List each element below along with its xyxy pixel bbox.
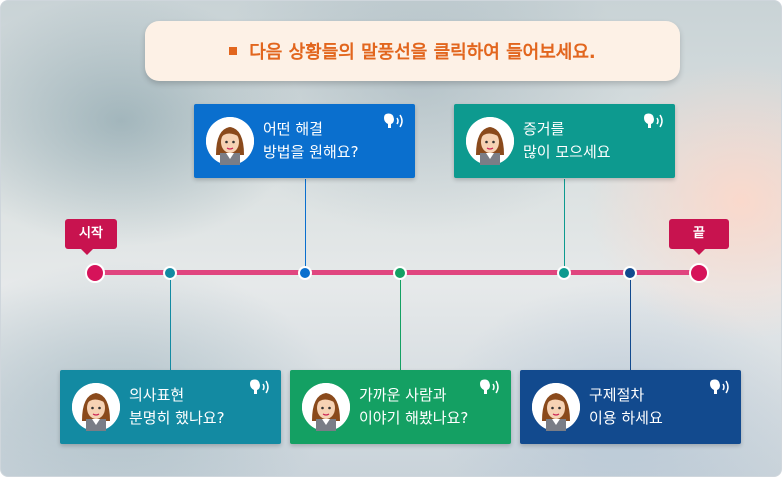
- avatar: [302, 383, 350, 431]
- stem-card-5: [630, 273, 631, 371]
- speech-card-2[interactable]: 증거를 많이 모으세요: [454, 104, 675, 178]
- instruction-text: 다음 상황들의 말풍선을 클릭하여 들어보세요.: [249, 42, 596, 63]
- stem-card-3: [170, 273, 171, 371]
- speaker-icon[interactable]: [643, 112, 665, 130]
- card-text: 구제절차 이용 하세요: [589, 384, 663, 430]
- avatar: [206, 117, 254, 165]
- end-tag: 끝: [669, 219, 729, 255]
- speech-card-5[interactable]: 구제절차 이용 하세요: [520, 370, 741, 444]
- card-line-2: 이용 하세요: [589, 409, 663, 427]
- speaker-icon[interactable]: [479, 378, 501, 396]
- card-line-1: 증거를: [523, 120, 565, 138]
- card-line-2: 이야기 해봤나요?: [359, 409, 469, 427]
- timeline-node-3: [393, 266, 407, 280]
- timeline-node-5: [623, 266, 637, 280]
- card-line-2: 방법을 원해요?: [263, 143, 359, 161]
- card-line-1: 의사표현: [129, 386, 185, 404]
- timeline-node-1: [163, 266, 177, 280]
- speaker-icon[interactable]: [249, 378, 271, 396]
- card-line-1: 구제절차: [589, 386, 645, 404]
- timeline-end-node: [689, 263, 709, 283]
- card-text: 가까운 사람과 이야기 해봤나요?: [359, 384, 468, 430]
- instruction-banner: 다음 상황들의 말풍선을 클릭하여 들어보세요.: [145, 21, 680, 81]
- card-line-2: 분명히 했나요?: [129, 409, 225, 427]
- card-line-1: 어떤 해결: [263, 120, 323, 138]
- avatar: [532, 383, 580, 431]
- timeline-node-4: [557, 266, 571, 280]
- speaker-icon[interactable]: [383, 112, 405, 130]
- avatar: [466, 117, 514, 165]
- speech-card-3[interactable]: 의사표현 분명히 했나요?: [60, 370, 281, 444]
- timeline-node-2: [298, 266, 312, 280]
- speaker-icon[interactable]: [709, 378, 731, 396]
- card-text: 어떤 해결 방법을 원해요?: [263, 118, 359, 164]
- card-text: 증거를 많이 모으세요: [523, 118, 611, 164]
- avatar: [72, 383, 120, 431]
- stem-card-4: [400, 273, 401, 371]
- speech-card-1[interactable]: 어떤 해결 방법을 원해요?: [194, 104, 415, 178]
- card-line-1: 가까운 사람과: [359, 386, 447, 404]
- timeline-start-node: [85, 263, 105, 283]
- speech-card-4[interactable]: 가까운 사람과 이야기 해봤나요?: [290, 370, 511, 444]
- stem-card-2: [564, 179, 565, 273]
- start-tag: 시작: [65, 219, 117, 255]
- stem-card-1: [305, 179, 306, 273]
- card-line-2: 많이 모으세요: [523, 143, 611, 161]
- bullet-icon: [229, 47, 238, 55]
- card-text: 의사표현 분명히 했나요?: [129, 384, 225, 430]
